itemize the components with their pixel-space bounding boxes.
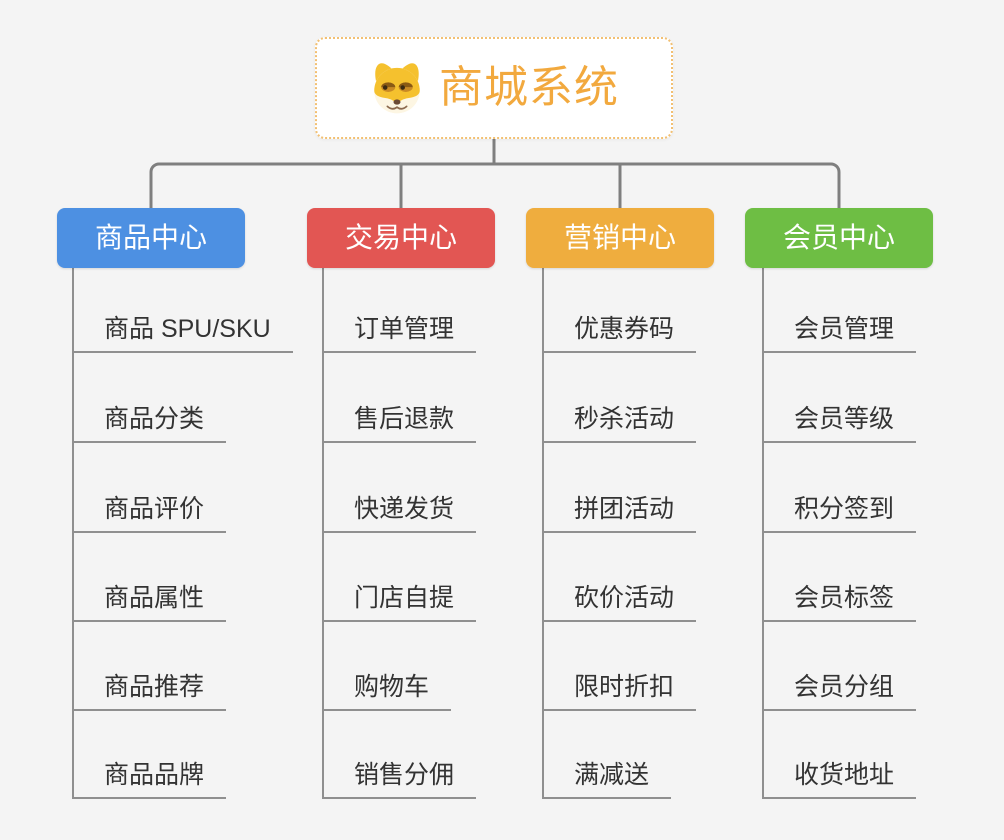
leaf-item[interactable]: 砍价活动 <box>543 582 697 622</box>
leaf-item[interactable]: 商品 SPU/SKU <box>73 313 293 353</box>
branch-label: 商品中心 <box>94 222 207 253</box>
leaf-item[interactable]: 商品评价 <box>73 493 227 533</box>
leaf-item[interactable]: 拼团活动 <box>543 493 697 533</box>
leaf-item[interactable]: 销售分佣 <box>323 759 477 799</box>
leaf-item[interactable]: 优惠券码 <box>543 313 697 353</box>
root-title: 商城系统 <box>439 63 619 112</box>
leaf-item[interactable]: 订单管理 <box>323 313 477 353</box>
branch-label: 会员中心 <box>782 222 895 253</box>
leaf-item[interactable]: 积分签到 <box>763 493 917 533</box>
leaf-item[interactable]: 商品分类 <box>73 403 227 443</box>
leaf-item[interactable]: 秒杀活动 <box>543 403 697 443</box>
leaf-item[interactable]: 商品品牌 <box>73 759 227 799</box>
leaf-item[interactable]: 商品属性 <box>73 582 227 622</box>
doge-face-icon <box>374 63 420 114</box>
branch-member-center[interactable]: 会员中心 <box>745 208 933 268</box>
leaf-item[interactable]: 满减送 <box>543 759 672 799</box>
leaf-item[interactable]: 收货地址 <box>763 759 917 799</box>
leaf-item[interactable]: 商品推荐 <box>73 671 227 711</box>
branch-label: 营销中心 <box>563 222 676 253</box>
leaf-item[interactable]: 会员等级 <box>763 403 917 443</box>
branch-marketing-center[interactable]: 营销中心 <box>526 208 714 268</box>
leaf-item[interactable]: 售后退款 <box>323 403 477 443</box>
leaf-item[interactable]: 会员分组 <box>763 671 917 711</box>
branch-trade-center[interactable]: 交易中心 <box>307 208 495 268</box>
branch-label: 交易中心 <box>344 222 457 253</box>
leaf-item[interactable]: 购物车 <box>323 671 452 711</box>
branch-product-center[interactable]: 商品中心 <box>57 208 245 268</box>
leaf-item[interactable]: 限时折扣 <box>543 671 697 711</box>
leaf-item[interactable]: 快递发货 <box>323 493 477 533</box>
leaf-item[interactable]: 门店自提 <box>323 582 477 622</box>
root-node-mall-system[interactable]: 商城系统 <box>315 37 673 139</box>
leaf-item[interactable]: 会员管理 <box>763 313 917 353</box>
leaf-item[interactable]: 会员标签 <box>763 582 917 622</box>
